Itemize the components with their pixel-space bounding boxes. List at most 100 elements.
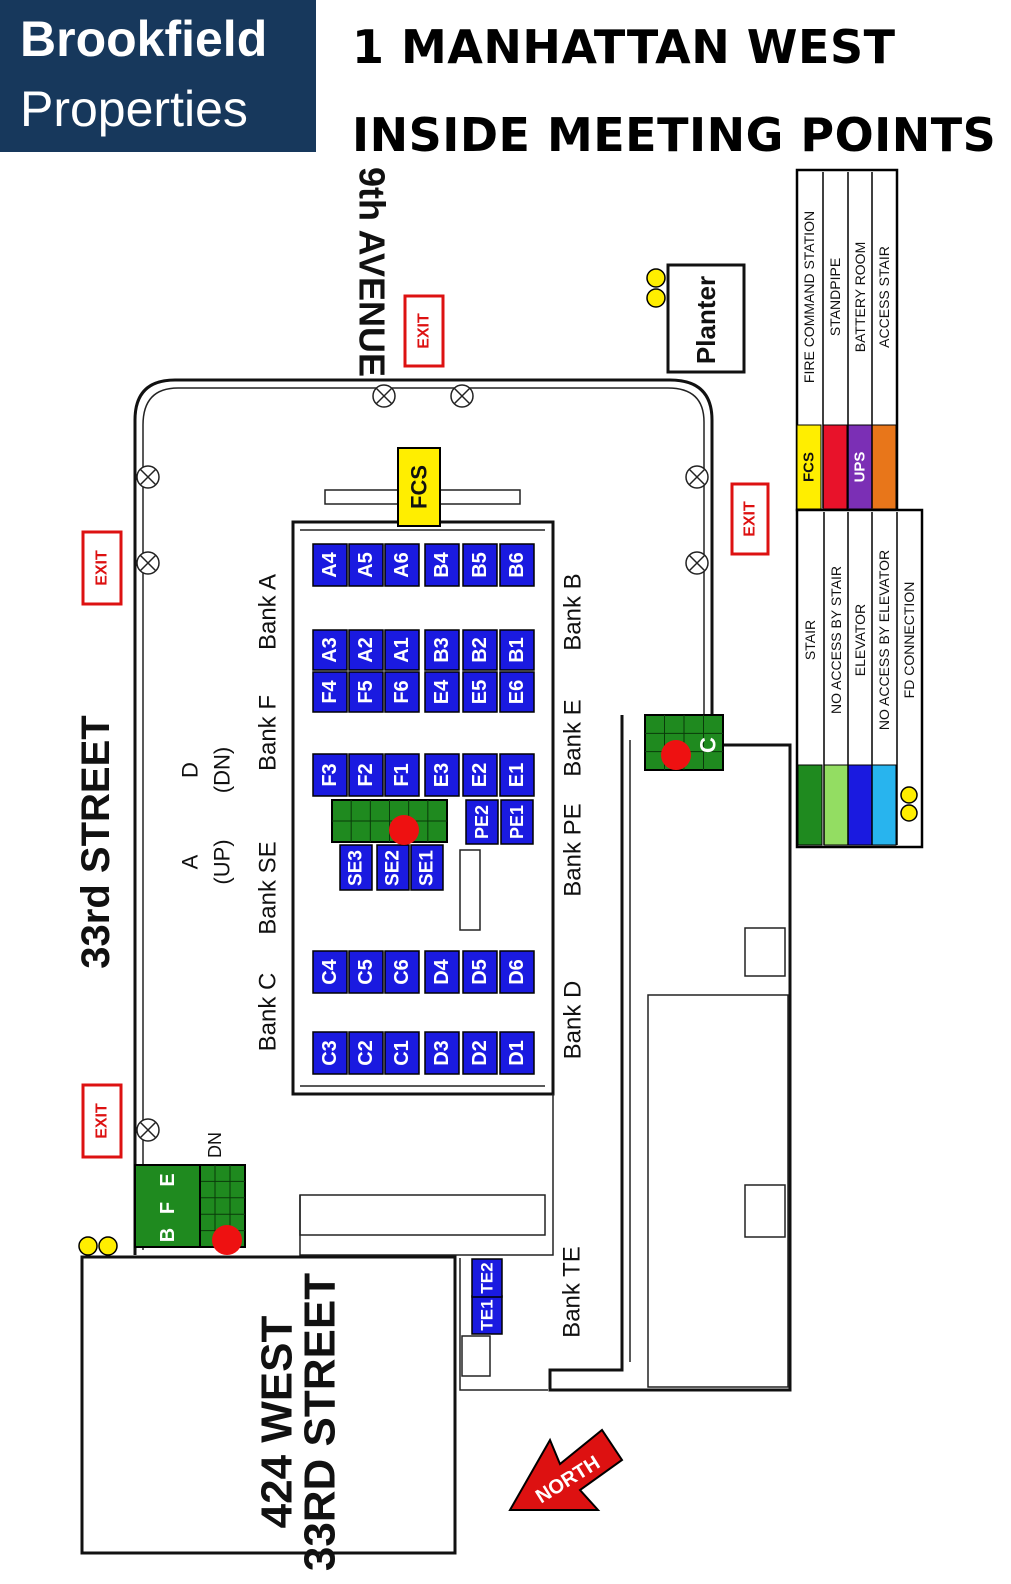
bank-b-label: Bank B (560, 573, 587, 650)
elevator-label-e2: E2 (469, 763, 491, 787)
exit-east-label: EXIT (742, 501, 759, 537)
elevator-label-b2: B2 (469, 637, 491, 663)
exit-east (730, 482, 770, 556)
elevator-e3 (424, 753, 460, 797)
stair-dn-label: DN (205, 1132, 225, 1158)
elevator-e6 (499, 671, 535, 713)
elevator-label-c1: C1 (391, 1040, 413, 1066)
elevator-pe2 (465, 799, 499, 845)
elevator-label-b4: B4 (431, 551, 453, 577)
elevator-label-a3: A3 (319, 637, 341, 663)
stair-label-b: B (157, 1228, 179, 1242)
bank-se-label: Bank SE (255, 841, 282, 934)
elevator-b3 (424, 629, 460, 671)
building-424-west (80, 1255, 457, 1555)
legend-bottom-item-4: FD CONNECTION (901, 582, 917, 699)
elevator-label-a6: A6 (391, 552, 413, 578)
legend-top-swatch-label-0: FCS (801, 452, 818, 482)
planter (666, 263, 746, 374)
legend-top-swatch-label-2: UPS (852, 452, 869, 483)
bank-d-label: Bank D (560, 981, 587, 1060)
elevator-a6 (384, 543, 420, 587)
elevator-f3 (312, 753, 348, 797)
column-x-mark-6 (139, 1121, 157, 1139)
fcs-label: FCS (407, 465, 432, 509)
legend-bottom-swatch-0 (797, 764, 823, 846)
exit-33rd-south (81, 1083, 123, 1159)
legend-bottom-swatch-2 (847, 764, 873, 846)
elevator-label-se3: SE3 (346, 850, 367, 886)
elevator-label-e5: E5 (469, 680, 491, 704)
brand-line1: Brookfield (20, 11, 268, 67)
elevator-d6 (499, 950, 535, 994)
meeting-point-2 (661, 740, 691, 770)
bank-te-label: Bank TE (559, 1246, 586, 1338)
elevator-f1 (384, 753, 420, 797)
column-x-mark-5 (688, 554, 706, 572)
fd-connection-planter-a (646, 268, 666, 288)
elevator-label-f5: F5 (355, 680, 377, 703)
elevator-a1 (384, 629, 420, 671)
elevator-label-e4: E4 (431, 679, 453, 704)
elevator-c2 (348, 1031, 384, 1075)
elevator-label-f3: F3 (319, 763, 341, 786)
stair-bfe-block (134, 1164, 201, 1248)
meeting-point-3 (212, 1225, 242, 1255)
elevator-c5 (348, 950, 384, 994)
column-x-mark-1 (139, 554, 157, 572)
elevator-label-c3: C3 (319, 1040, 341, 1066)
elevator-c4 (312, 950, 348, 994)
column-x-mark-3 (453, 387, 471, 405)
elevator-se1 (410, 844, 444, 891)
elevator-label-d2: D2 (469, 1040, 491, 1066)
meeting-point-1 (389, 815, 419, 845)
elevator-label-b5: B5 (469, 552, 491, 578)
elevator-se2 (376, 844, 410, 891)
column-x-mark-2 (375, 387, 393, 405)
exit-33rd-south-label: EXIT (94, 1103, 111, 1139)
legend-top-item-1: STANDPIPE (827, 258, 843, 336)
fd-connection-street-b (98, 1236, 118, 1256)
elevator-a2 (348, 629, 384, 671)
elevator-label-a2: A2 (355, 637, 377, 663)
avenue-label: 9th AVENUE (352, 167, 393, 377)
stair-a-direction: (UP) (210, 839, 235, 884)
fcs-box (397, 447, 441, 527)
outer-wall (133, 378, 714, 1255)
elevator-e4 (424, 671, 460, 713)
elevator-label-d4: D4 (431, 958, 453, 984)
fd-connection-planter-b (646, 288, 666, 308)
stair-d-block (331, 799, 448, 843)
elevator-label-b1: B1 (506, 637, 528, 663)
elevator-e1 (499, 753, 535, 797)
legend-bottom-item-0: STAIR (802, 620, 818, 660)
legend-top-item-2: BATTERY ROOM (852, 242, 868, 352)
elevator-label-d5: D5 (469, 959, 491, 985)
elevator-a3 (312, 629, 348, 671)
bank-e-label: Bank E (560, 699, 587, 776)
planter-label: Planter (691, 276, 721, 364)
elevator-a5 (348, 543, 384, 587)
column-x-mark-0 (139, 468, 157, 486)
elevator-label-b6: B6 (506, 552, 528, 578)
page-title: 1 MANHATTAN WEST (352, 20, 896, 74)
elevator-e5 (462, 671, 498, 713)
building-line2: 33RD STREET (296, 1273, 345, 1571)
brand-line2: Properties (20, 81, 248, 137)
legend-top-swatch-1 (822, 424, 848, 510)
elevator-b2 (462, 629, 498, 671)
elevator-label-d1: D1 (506, 1040, 528, 1066)
legend-top-item-3: ACCESS STAIR (876, 246, 892, 348)
elevator-te1 (471, 1295, 503, 1335)
legend-bottom-swatch-3 (871, 764, 897, 846)
elevator-d4 (424, 950, 460, 994)
stair-label-f: F (157, 1202, 179, 1214)
elevator-label-e3: E3 (431, 763, 453, 787)
elevator-se3 (339, 844, 373, 891)
elevator-e2 (462, 753, 498, 797)
elevator-label-f6: F6 (391, 680, 413, 703)
stair-d-label: D (178, 762, 203, 778)
elevator-f2 (348, 753, 384, 797)
legend-fd-swatch-b (900, 804, 918, 822)
